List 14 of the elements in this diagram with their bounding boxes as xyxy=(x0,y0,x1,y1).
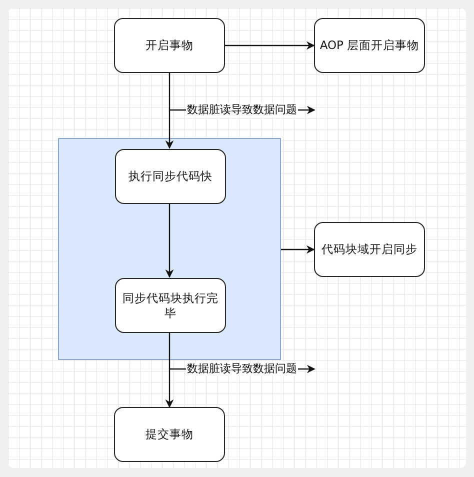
arrow xyxy=(281,245,315,254)
shaded-region xyxy=(58,138,281,360)
process-box: 代码块域开启同步 xyxy=(314,222,425,277)
arrow xyxy=(225,41,315,50)
edge-label: 数据脏读导致数据问题 xyxy=(186,103,298,117)
process-box: 同步代码块执行完毕 xyxy=(115,278,226,333)
arrow xyxy=(165,73,174,149)
process-box: 执行同步代码快 xyxy=(115,149,226,204)
edge-label: 数据脏读导致数据问题 xyxy=(186,362,298,376)
arrow xyxy=(165,203,174,278)
arrow xyxy=(165,332,174,408)
process-box: 提交事物 xyxy=(114,407,225,462)
process-box: 开启事物 xyxy=(114,18,225,73)
process-box: AOP 层面开启事物 xyxy=(314,18,425,73)
